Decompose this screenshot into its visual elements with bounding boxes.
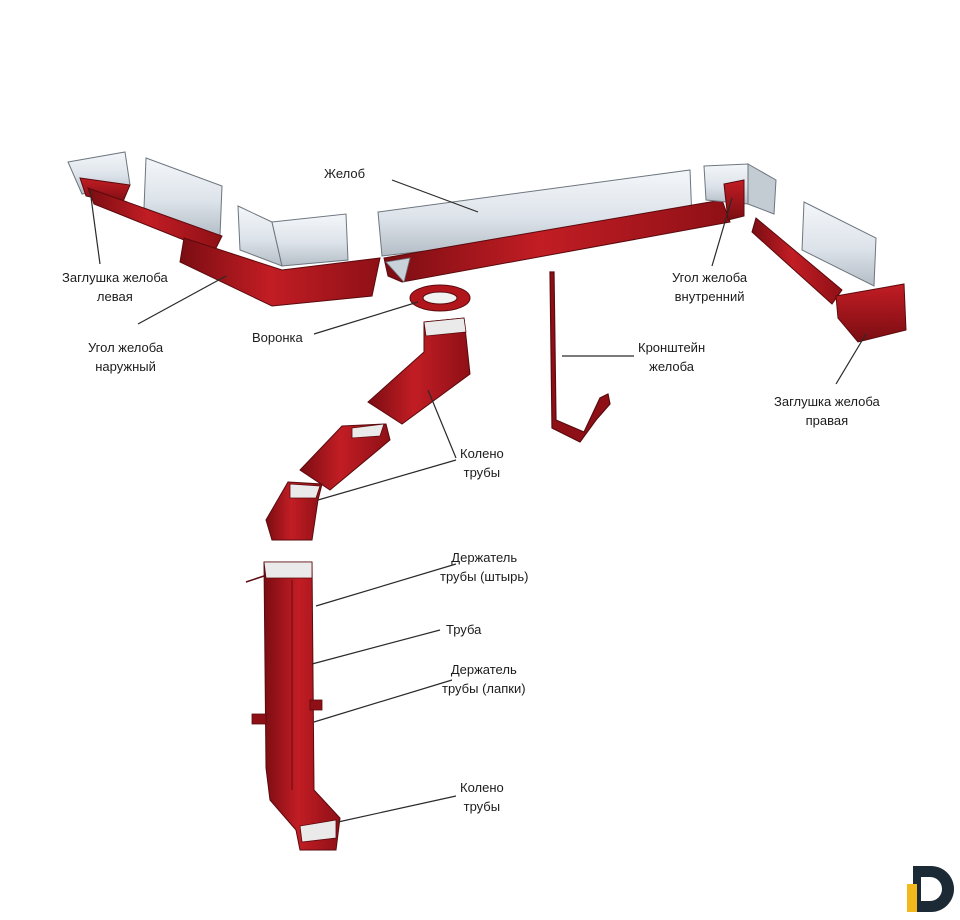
- leader-elbow-upper-a: [427, 389, 457, 459]
- leader-gutter: [391, 179, 479, 213]
- leader-funnel: [313, 301, 419, 335]
- label-outer-corner: Угол желоба наружный: [88, 338, 163, 376]
- leader-inner-corner: [711, 197, 733, 267]
- label-bracket-line-2: желоба: [649, 359, 694, 374]
- label-pipe-holder-pin-line-1: Держатель: [451, 550, 518, 565]
- label-pipe-elbow-lower-line-1: Колено: [460, 780, 504, 795]
- label-inner-corner: Угол желоба внутренний: [672, 268, 747, 306]
- label-outer-corner-line-1: Угол желоба: [88, 340, 164, 355]
- leader-end-cap-right: [835, 333, 867, 385]
- label-bracket: Кронштейн желоба: [638, 338, 705, 376]
- downpipe: [245, 561, 341, 851]
- brand-logo-icon: [907, 866, 954, 912]
- label-pipe-holder-tabs-line-2: трубы (лапки): [442, 681, 526, 696]
- label-end-cap-left: Заглушка желоба левая: [62, 268, 168, 306]
- label-pipe-elbow-lower: Колено трубы: [460, 778, 504, 816]
- leader-pipe: [311, 629, 441, 665]
- label-end-cap-right-line-1: Заглушка желоба: [774, 394, 880, 409]
- gutter-right-section: [751, 201, 877, 305]
- leader-outer-corner: [137, 275, 227, 325]
- label-inner-corner-line-2: внутренний: [674, 289, 745, 304]
- leader-holder-pin: [315, 563, 457, 607]
- label-pipe-elbow-upper: Колено трубы: [460, 444, 504, 482]
- label-end-cap-right-line-2: правая: [805, 413, 849, 428]
- leader-lines: [89, 179, 867, 823]
- label-gutter: Желоб: [324, 166, 366, 181]
- leader-holder-tabs: [313, 679, 453, 723]
- label-bracket-line-1: Кронштейн: [638, 340, 706, 355]
- gutter-main-section: [377, 169, 731, 283]
- label-pipe-elbow-lower-line-2: трубы: [463, 799, 501, 814]
- label-pipe-elbow-upper-line-1: Колено: [460, 446, 504, 461]
- label-end-cap-left-line-1: Заглушка желоба: [62, 270, 168, 285]
- label-pipe-holder-pin: Держатель трубы (штырь): [440, 548, 528, 586]
- label-end-cap-left-line-2: левая: [96, 289, 133, 304]
- label-outer-corner-line-2: наружный: [95, 359, 156, 374]
- label-end-cap-right: Заглушка желоба правая: [774, 392, 880, 430]
- pipe-upper-assembly: [265, 317, 471, 541]
- funnel: [409, 284, 471, 312]
- leader-elbow-lower: [337, 795, 457, 823]
- label-pipe-holder-tabs: Держатель трубы (лапки): [442, 660, 526, 698]
- gutter-end-cap-right: [835, 283, 907, 343]
- label-pipe: Труба: [446, 622, 482, 637]
- gutter-outer-corner: [179, 205, 381, 307]
- label-inner-corner-line-1: Угол желоба: [672, 270, 748, 285]
- label-funnel: Воронка: [252, 330, 303, 345]
- label-pipe-holder-tabs-line-1: Держатель: [450, 662, 517, 677]
- gutter-bracket: [549, 271, 611, 443]
- leader-elbow-upper-b: [317, 459, 457, 501]
- label-pipe-holder-pin-line-2: трубы (штырь): [440, 569, 529, 584]
- leader-end-cap-left: [89, 189, 101, 265]
- label-pipe-elbow-upper-line-2: трубы: [463, 465, 501, 480]
